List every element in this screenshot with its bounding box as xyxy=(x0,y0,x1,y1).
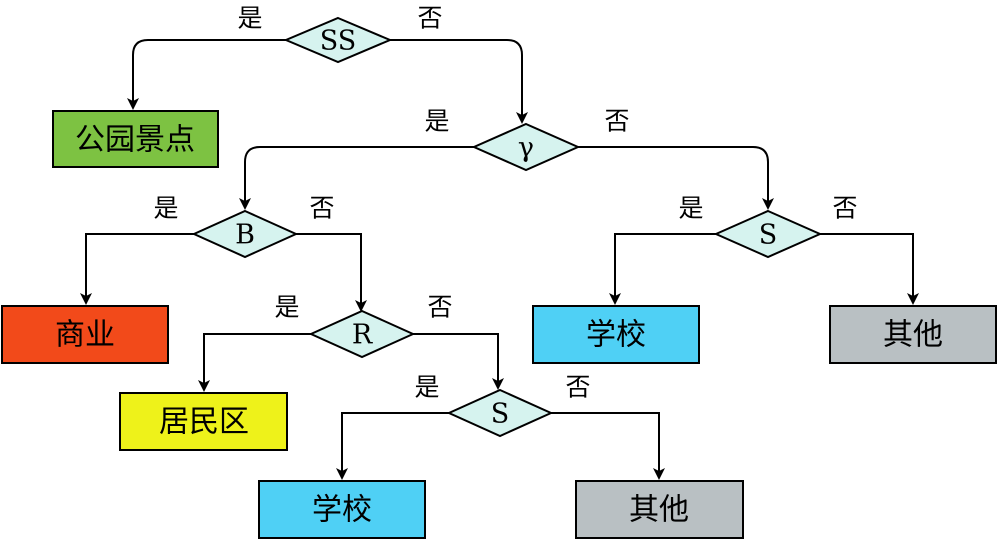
edge-s-right-yes xyxy=(609,233,716,305)
leaf-box xyxy=(1,305,169,364)
decision-s-right: S xyxy=(713,209,823,259)
edge-s-right-no xyxy=(820,233,919,305)
leaf-label: 学校 xyxy=(586,318,646,353)
leaf-label: 学校 xyxy=(312,493,372,528)
edges xyxy=(80,39,919,480)
leaf-school-bottom: 学校 xyxy=(258,480,426,539)
leaf-label: 其他 xyxy=(629,493,689,528)
edge-b-no xyxy=(296,233,367,312)
edge-label-yes: 是 xyxy=(424,107,449,136)
edge-ss-yes xyxy=(127,39,286,110)
leaf-school-right: 学校 xyxy=(532,305,700,364)
leaf-park: 公园景点 xyxy=(52,110,219,168)
edge-gamma-yes xyxy=(239,146,474,210)
decision-b: B xyxy=(191,209,299,259)
leaf-label: 居民区 xyxy=(159,405,249,440)
decision-r: R xyxy=(308,309,416,359)
edge-r-no xyxy=(413,333,504,390)
leaf-label: 公园景点 xyxy=(75,123,195,158)
decision-s-bottom: S xyxy=(446,388,554,438)
leaf-label: 商业 xyxy=(55,318,115,353)
edge-label-no: 否 xyxy=(832,194,857,223)
decision-label: S xyxy=(491,399,510,430)
leaf-box xyxy=(119,392,288,451)
edge-r-yes xyxy=(198,333,311,392)
leaf-box xyxy=(575,480,744,539)
edge-label-no: 否 xyxy=(309,194,334,223)
leaf-box xyxy=(532,305,700,364)
leaf-other-right: 其他 xyxy=(829,305,997,364)
edge-label-yes: 是 xyxy=(414,373,439,402)
leaf-commercial: 商业 xyxy=(1,305,169,364)
leaf-other-bottom: 其他 xyxy=(575,480,744,539)
edge-gamma-no xyxy=(578,146,774,210)
edge-label-no: 否 xyxy=(417,4,442,33)
leaf-box xyxy=(829,305,997,364)
decision-label: R xyxy=(352,320,373,351)
decision-ss: SS xyxy=(283,16,393,64)
edge-s-bottom-no xyxy=(551,412,665,480)
leaf-box xyxy=(258,480,426,539)
edge-b-yes xyxy=(80,233,194,305)
edge-s-bottom-yes xyxy=(336,412,449,480)
decision-label: S xyxy=(759,220,778,251)
edge-label-no: 否 xyxy=(565,373,590,402)
decision-gamma: γ xyxy=(471,122,581,172)
leaf-label: 其他 xyxy=(883,318,943,353)
edge-label-yes: 是 xyxy=(678,194,703,223)
edge-ss-no xyxy=(390,39,528,124)
edge-labels: 是 否 是 否 是 否 是 否 是 否 是 否 xyxy=(153,4,857,402)
edge-label-no: 否 xyxy=(427,293,452,322)
decision-label: γ xyxy=(518,133,534,164)
edge-label-no: 否 xyxy=(604,107,629,136)
edge-label-yes: 是 xyxy=(153,194,178,223)
decision-label: B xyxy=(235,220,255,251)
decision-label: SS xyxy=(320,26,357,57)
leaf-box xyxy=(52,110,219,168)
leaf-residential: 居民区 xyxy=(119,392,288,451)
edge-label-yes: 是 xyxy=(237,4,262,33)
edge-label-yes: 是 xyxy=(274,293,299,322)
